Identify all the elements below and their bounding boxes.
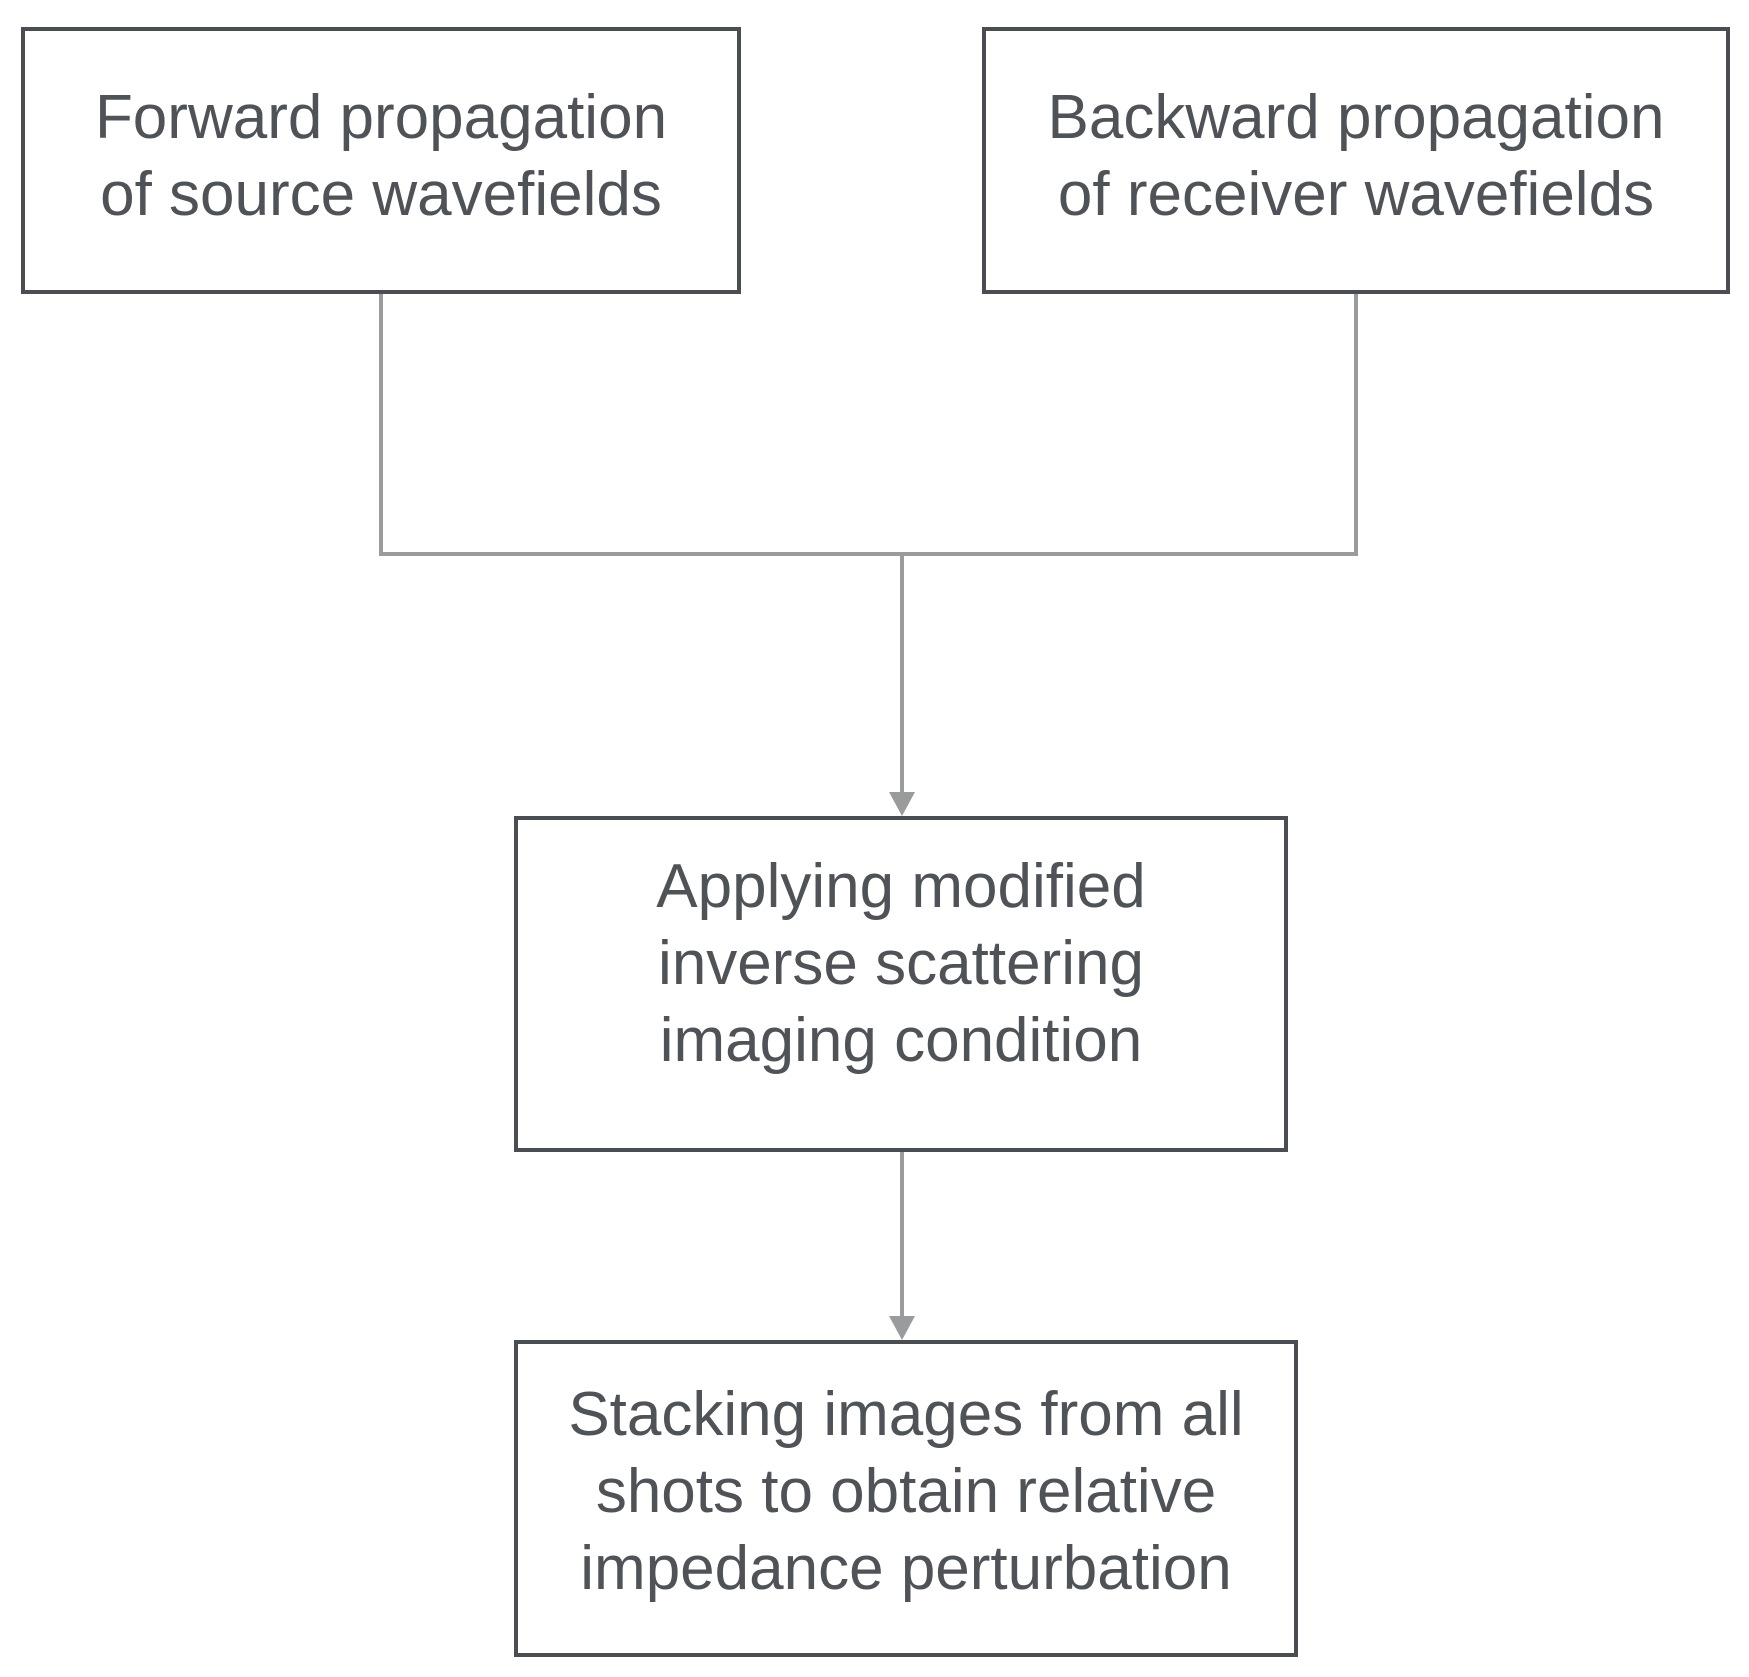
imaging-label-line-1: Applying modified (656, 852, 1146, 921)
connector-forward-to-merge (379, 294, 902, 556)
forward-label-line-1: Forward propagation (94, 83, 668, 152)
backward-label-line-1: Backward propagation (1047, 83, 1665, 152)
imaging-condition-box: Applying modified inverse scattering ima… (514, 816, 1288, 1152)
forward-label-line-2: of source wavefields (100, 160, 662, 229)
arrowhead-stacking (889, 1316, 915, 1340)
stacking-label-line-2: shots to obtain relative (595, 1457, 1217, 1526)
backward-label-line-2: of receiver wavefields (1057, 160, 1655, 229)
arrowhead-imaging (889, 792, 915, 816)
stacking-images-box: Stacking images from all shots to obtain… (514, 1340, 1298, 1657)
stacking-label-line-1: Stacking images from all (568, 1380, 1244, 1449)
forward-propagation-box: Forward propagation of source wavefields (21, 27, 741, 294)
stacking-label-line-3: impedance perturbation (580, 1534, 1232, 1603)
imaging-label-line-3: imaging condition (659, 1006, 1143, 1075)
imaging-label-line-2: inverse scattering (658, 929, 1144, 998)
backward-propagation-box: Backward propagation of receiver wavefie… (982, 27, 1730, 294)
connector-backward-to-merge (902, 294, 1358, 556)
